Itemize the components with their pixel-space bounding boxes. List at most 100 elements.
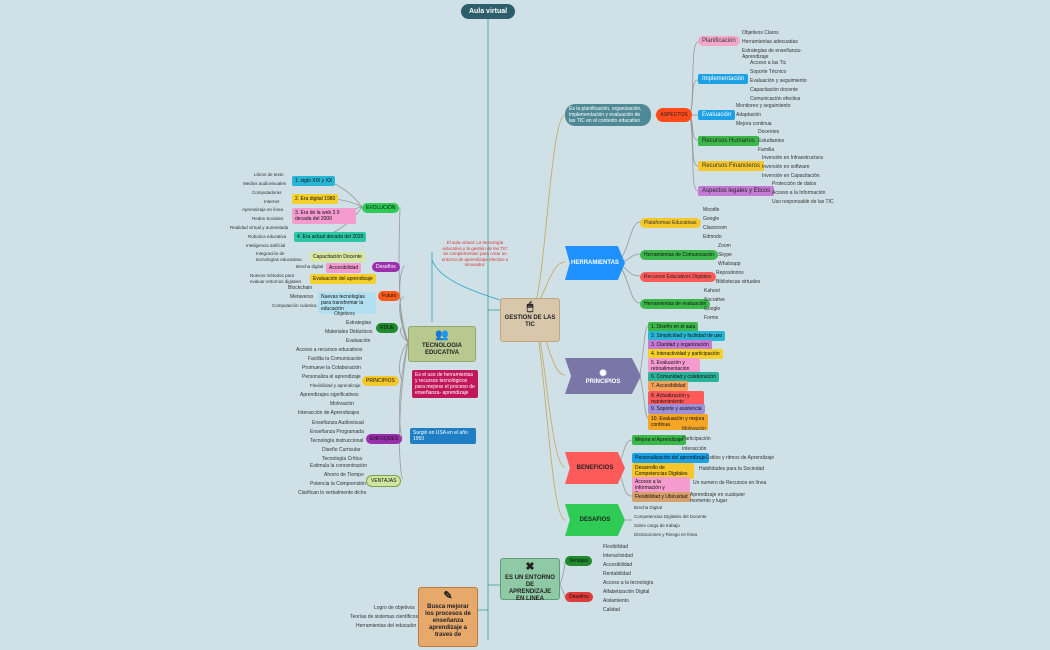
principio-item: 7. Accesibilidad <box>648 381 689 391</box>
futuro-item: Metaverso <box>290 294 314 300</box>
evolucion-stage: 1. siglo XIX y XX <box>292 176 336 186</box>
principio-item: 5. Evaluación y retroalimentación <box>648 358 700 374</box>
aspectos-group-1[interactable]: Implementación <box>698 74 749 84</box>
principio-item: 4. Interactividad y participación <box>648 349 723 359</box>
herramientas-item: Forms <box>704 315 719 321</box>
principio-left-item: Flexibilidad y aprendizaje <box>310 383 361 388</box>
principio-item: 8. Actualización y mantenimiento <box>648 391 704 407</box>
desafio-item: Sobre carga de trabajo <box>634 523 680 528</box>
principio-left-item: Aprendizajes significativos <box>300 392 359 398</box>
aspectos-label[interactable]: ASPECTOS <box>656 108 692 122</box>
aspectos-item: Acceso a las Tic <box>750 60 787 66</box>
principios-right-label: PRINCIPIOS <box>585 378 621 385</box>
desafio-left-item: Capacitación Docente <box>310 252 365 262</box>
beneficio-item: Habilidades para la Sociedad <box>699 466 765 472</box>
ventaja-item: Accesibilidad <box>603 562 633 568</box>
beneficio-item: Aprendizaje en cualquier momento y lugar <box>690 492 746 504</box>
beneficios-node[interactable]: BENEFICIOS <box>565 452 625 484</box>
principio-item: 9. Soporte y asistencia <box>648 404 705 414</box>
aspectos-item: Estudiantes <box>758 138 785 144</box>
desafios-left-pill[interactable]: Desafíos <box>372 262 400 272</box>
aspectos-group-3[interactable]: Recursos Humanos <box>698 136 759 146</box>
herramientas-group[interactable]: Plataformas Educativas <box>640 218 701 228</box>
desafios-node[interactable]: DESAFIOS <box>565 504 625 536</box>
aspectos-group-0[interactable]: Planificación <box>698 36 740 46</box>
herramientas-item: Bibliotecas virtuales <box>716 279 761 285</box>
rdue-item: Evaluación <box>346 338 371 344</box>
beneficio-group[interactable]: Mejora el Aprendizaje <box>632 435 687 445</box>
aspectos-group-4[interactable]: Recursos Financieros <box>698 161 765 171</box>
desafio-entorno-item: Aislamiento <box>603 598 629 604</box>
map-title: Aula virtual <box>461 4 515 19</box>
aspectos-group-2[interactable]: Evaluación <box>698 110 736 120</box>
desafio-left-note: Integración de tecnologías educativas <box>256 251 302 262</box>
aspectos-item: Inversión en software <box>762 164 810 170</box>
principio-left-item: Promueve la Colaboración <box>302 365 361 371</box>
evolucion-item: Realidad virtual y aumentada <box>230 225 289 230</box>
desafio-left-note: Nuevos métodos para evaluar entornos dig… <box>250 273 302 284</box>
gestion-label: GESTION DE LAS TIC <box>504 315 556 328</box>
futuro-pill[interactable]: Futuro <box>378 291 401 301</box>
aspectos-group-5[interactable]: Aspectos legales y Eticos <box>698 186 775 196</box>
principio-item: 1. Diseño en el aula <box>648 322 699 332</box>
busca-node[interactable]: ✎ Busca mejorar los procesos de enseñanz… <box>418 587 478 647</box>
ventajas-pill[interactable]: Ventajas <box>565 556 593 566</box>
gestion-node[interactable]: 🖱 GESTION DE LAS TIC <box>500 298 560 342</box>
principio-item: 10. Evaluación y mejora continua <box>648 414 708 430</box>
principio-left-item: Interacción de Aprendizajes <box>298 410 360 416</box>
desafio-item: Distracciones y Riesgo en línea <box>634 532 698 537</box>
entorno-node[interactable]: ✖ ES UN ENTORNO DE APRENDIZAJE EN LINEA <box>500 558 560 602</box>
ventaja-item: Interactividad <box>603 553 633 559</box>
beneficio-group[interactable]: Desarrollo de Competencias Digitales <box>632 463 694 479</box>
aspectos-item: Soporte Técnico <box>750 69 787 75</box>
beneficio-group[interactable]: Flexibilidad y Ubicuidad <box>632 492 691 502</box>
principio-left-item: Motivación <box>330 401 354 407</box>
evolucion-item: Robotica educativa <box>248 234 287 239</box>
enfoque-item: Tecnología Crítica <box>322 456 363 462</box>
enfoque-item: Tecnología instruccional <box>310 438 364 444</box>
ventaja-left-item: Estimula la concentración <box>310 463 367 469</box>
evolucion-item: Medios audiovisuales <box>243 181 287 186</box>
herramientas-group[interactable]: Recursos Educativos Digitales <box>640 272 716 282</box>
rdue-item: Objetivos <box>334 311 355 317</box>
ventajas-left-pill[interactable]: VENTAJAS <box>366 475 402 487</box>
beneficio-item: Interacción <box>682 446 707 452</box>
beneficio-group[interactable]: Personalización del aprendizaje <box>632 453 709 463</box>
beneficio-item: Participación <box>682 436 711 442</box>
aspectos-item: Familia <box>758 147 775 153</box>
ventaja-item: Flexibilidad <box>603 544 629 550</box>
aspectos-item: Inversión en Infraestructura <box>762 155 823 161</box>
evolucion-item: Redes Sociales <box>252 216 284 221</box>
people-icon: 👥 <box>435 329 449 341</box>
ventaja-left-item: Clarifican lo verbalmente dicho <box>298 490 367 496</box>
aspectos-item: Uso responsable de las TIC <box>772 199 834 205</box>
desafios-entorno-pill[interactable]: Desafíos <box>565 592 593 602</box>
rdue-pill[interactable]: RDUE <box>376 323 399 333</box>
surgio-note: Surgió en USA en el año 1950 <box>410 428 476 444</box>
ventaja-item: Rentabilidad <box>603 571 631 577</box>
evolucion-pill[interactable]: EVOLUCIÓN <box>362 203 400 213</box>
herramientas-item: Classroom <box>703 225 727 231</box>
chip-icon: ✺ <box>599 367 607 378</box>
principios-right-node[interactable]: ✺ PRINCIPIOS <box>565 358 641 394</box>
evolucion-item: Aprendizaje en línea <box>242 207 284 212</box>
busca-item: Herramientas del educador <box>356 623 417 629</box>
evolucion-stage: 2. Era digital 1980 <box>292 194 339 204</box>
herramientas-item: Moodle <box>703 207 720 213</box>
tecnologia-node[interactable]: 👥 TECNOLOGIA EDUCATIVA <box>408 326 476 362</box>
entorno-label: ES UN ENTORNO DE APRENDIZAJE EN LINEA <box>505 575 555 602</box>
enfoques-pill[interactable]: ENFOQUES <box>366 434 403 444</box>
ventaja-left-item: Ahorro de Tiempo <box>324 472 364 478</box>
rdue-item: Materiales Didácticos <box>325 329 373 335</box>
busca-item: Logro de objetivos <box>374 605 415 611</box>
aspectos-item: Acceso a la Información <box>772 190 826 196</box>
herramientas-group[interactable]: Herramientas de evaluación <box>640 299 711 309</box>
desafio-item: Brecha Digital <box>634 505 663 510</box>
principios-left-pill[interactable]: PRINCIPIOS <box>362 376 399 386</box>
herramientas-group[interactable]: Herramientas de Comunicación <box>640 250 719 260</box>
herramientas-item: Whatsapp <box>718 261 741 267</box>
principio-item: 2. Simplicidad y facilidad de uso <box>648 331 726 341</box>
herramientas-node[interactable]: HERRAMIENTAS <box>565 246 625 280</box>
evolucion-item: Inteligencia artificial <box>246 243 286 248</box>
